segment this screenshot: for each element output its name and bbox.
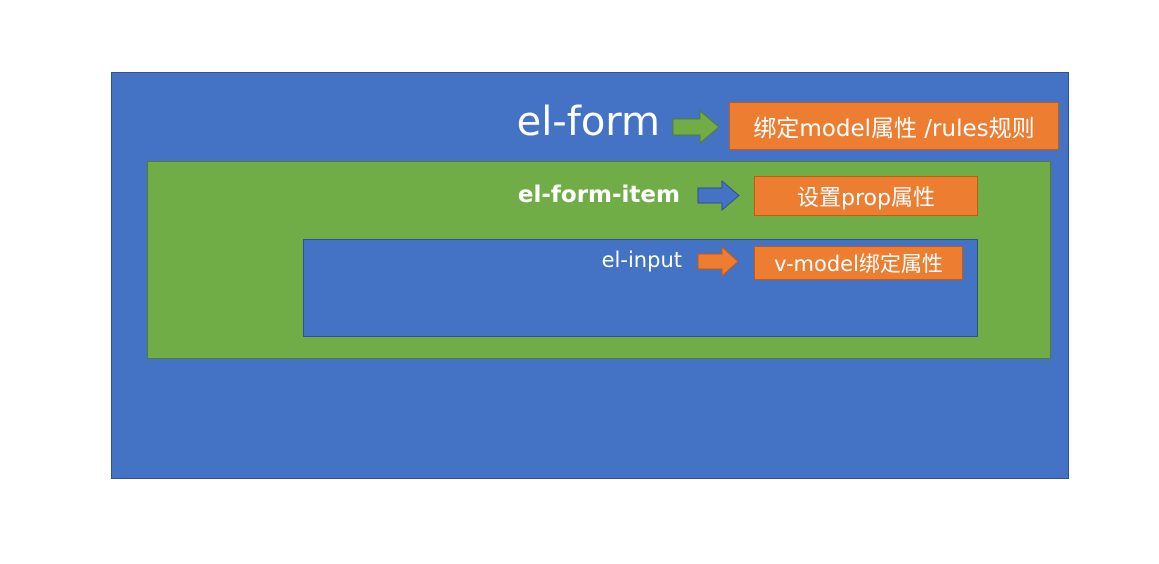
el-input-label: el-input bbox=[601, 248, 682, 272]
el-form-item-label: el-form-item bbox=[517, 182, 680, 208]
green-right-arrow-icon bbox=[672, 110, 720, 144]
el-form-item-tag: 设置prop属性 bbox=[754, 176, 978, 216]
orange-right-arrow-icon bbox=[697, 246, 739, 277]
el-form-label: el-form bbox=[516, 99, 660, 145]
el-input-tag: v-model绑定属性 bbox=[754, 246, 963, 280]
blue-right-arrow-icon bbox=[697, 180, 740, 211]
el-form-tag: 绑定model属性 /rules规则 bbox=[729, 102, 1059, 150]
